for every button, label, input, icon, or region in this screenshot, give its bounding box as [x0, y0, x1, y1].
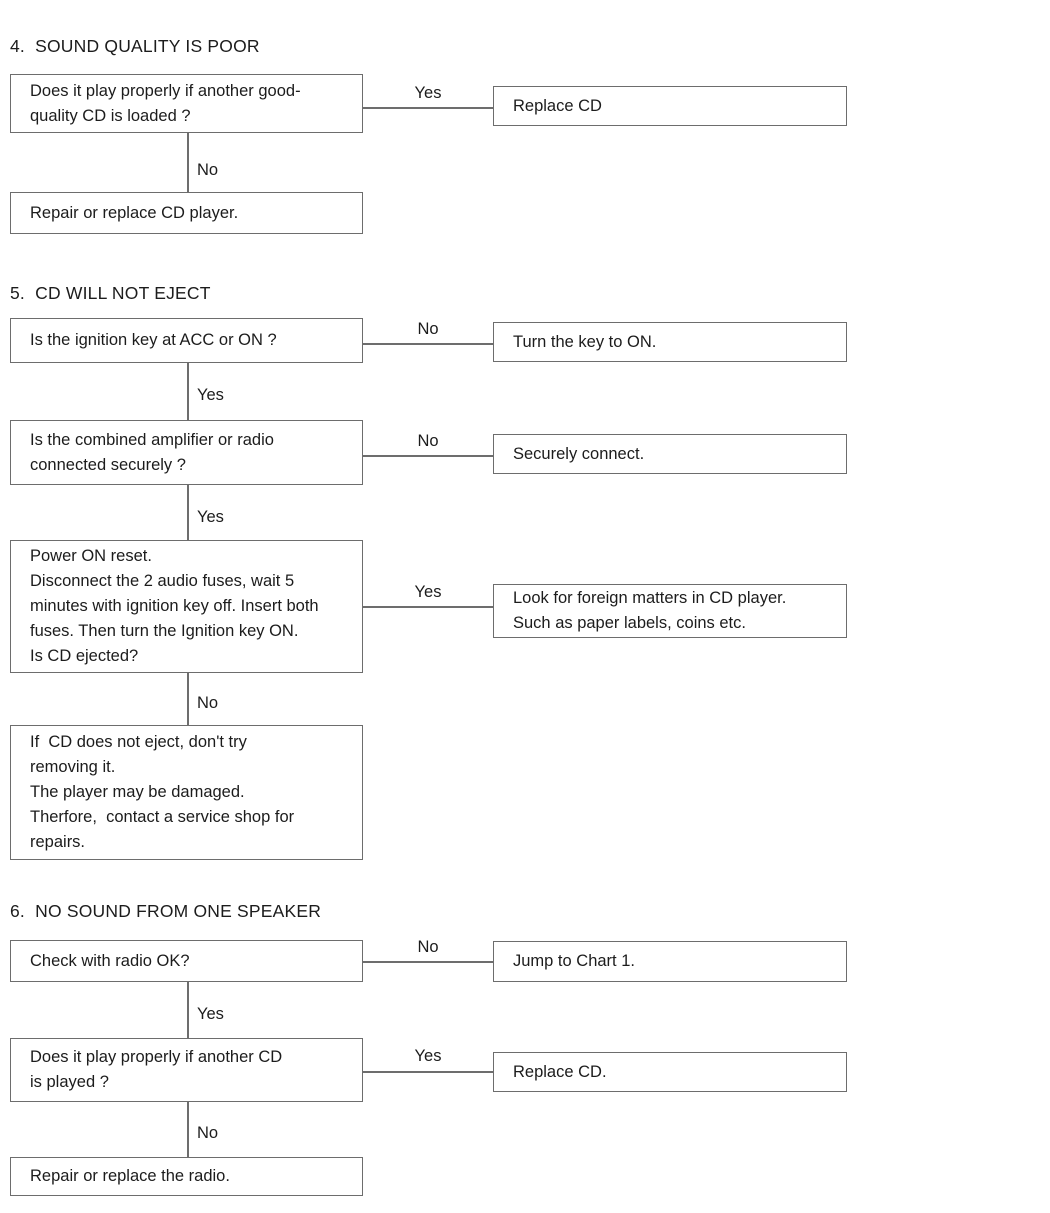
- s6-branch-1-line: [363, 961, 493, 963]
- s5-down-line-1: [187, 363, 189, 420]
- s5-branch-1-no-label: No: [417, 320, 439, 338]
- s6-branch-1-no-label: No: [417, 938, 439, 956]
- s6-question-2-box: Does it play properly if another CD is p…: [10, 1038, 363, 1102]
- s5-branch-3-yes-label: Yes: [414, 583, 442, 601]
- s4-result-1-text: Replace CD: [513, 96, 602, 115]
- s6-result-2-text: Replace CD.: [513, 1062, 607, 1081]
- s6-branch-2-yes-label: Yes: [414, 1047, 442, 1065]
- s4-branch-yes-label: Yes: [414, 84, 442, 102]
- s5-question-2-text: Is the combined amplifier or radio conne…: [30, 430, 274, 474]
- s6-question-1-text: Check with radio OK?: [30, 951, 190, 970]
- s4-question-1-box: Does it play properly if another good- q…: [10, 74, 363, 133]
- s6-result-2-box: Replace CD.: [493, 1052, 847, 1092]
- s6-question-2-text: Does it play properly if another CD is p…: [30, 1048, 283, 1091]
- s6-down-line-2: [187, 1102, 189, 1157]
- s6-result-1-text: Jump to Chart 1.: [513, 952, 635, 970]
- s5-question-3-box: Power ON reset. Disconnect the 2 audio f…: [10, 540, 363, 673]
- s5-result-1-box: Turn the key to ON.: [493, 322, 847, 362]
- s5-down-line-2: [187, 485, 189, 540]
- s6-branch-1-yes-label: Yes: [197, 1005, 224, 1023]
- s5-result-2-box: Securely connect.: [493, 434, 847, 474]
- s5-branch-2-line: [363, 455, 493, 457]
- s4-end-text: Repair or replace CD player.: [30, 203, 239, 222]
- s6-result-1-box: Jump to Chart 1.: [493, 941, 847, 982]
- s6-branch-2-no-label: No: [197, 1124, 219, 1142]
- s5-branch-2-yes-label: Yes: [197, 508, 224, 526]
- s5-end-text: If CD does not eject, don't try removing…: [30, 733, 295, 851]
- s5-branch-1-line: [363, 343, 493, 345]
- s5-down-line-3: [187, 673, 189, 725]
- s5-result-3-box: Look for foreign matters in CD player. S…: [493, 584, 847, 638]
- s5-branch-1-yes-label: Yes: [197, 386, 224, 404]
- section-5-heading: 5. CD WILL NOT EJECT: [10, 283, 211, 303]
- s4-branch-no-label: No: [197, 161, 219, 179]
- s6-question-1-box: Check with radio OK?: [10, 940, 363, 982]
- s4-result-1-box: Replace CD: [493, 86, 847, 126]
- s5-question-3-text: Power ON reset. Disconnect the 2 audio f…: [30, 547, 319, 665]
- s6-branch-2-line: [363, 1071, 493, 1073]
- s4-question-1-text: Does it play properly if another good- q…: [30, 81, 301, 125]
- s4-down-line: [187, 133, 189, 192]
- s4-branch-yes-line: [363, 107, 493, 109]
- s4-end-box: Repair or replace CD player.: [10, 192, 363, 234]
- s5-result-2-text: Securely connect.: [513, 444, 645, 463]
- s5-branch-3-line: [363, 606, 493, 608]
- s5-question-1-text: Is the ignition key at ACC or ON ?: [30, 331, 277, 349]
- section-6-heading: 6. NO SOUND FROM ONE SPEAKER: [10, 901, 322, 921]
- s5-question-2-box: Is the combined amplifier or radio conne…: [10, 420, 363, 485]
- s6-end-box: Repair or replace the radio.: [10, 1157, 363, 1196]
- s6-down-line-1: [187, 982, 189, 1038]
- s5-branch-3-no-label: No: [197, 694, 219, 712]
- s5-question-1-box: Is the ignition key at ACC or ON ?: [10, 318, 363, 363]
- s5-result-3-text: Look for foreign matters in CD player. S…: [513, 589, 787, 632]
- s5-result-1-text: Turn the key to ON.: [513, 332, 657, 351]
- section-4-heading: 4. SOUND QUALITY IS POOR: [10, 36, 260, 56]
- s5-end-box: If CD does not eject, don't try removing…: [10, 725, 363, 860]
- s6-end-text: Repair or replace the radio.: [30, 1167, 230, 1185]
- s5-branch-2-no-label: No: [417, 432, 439, 450]
